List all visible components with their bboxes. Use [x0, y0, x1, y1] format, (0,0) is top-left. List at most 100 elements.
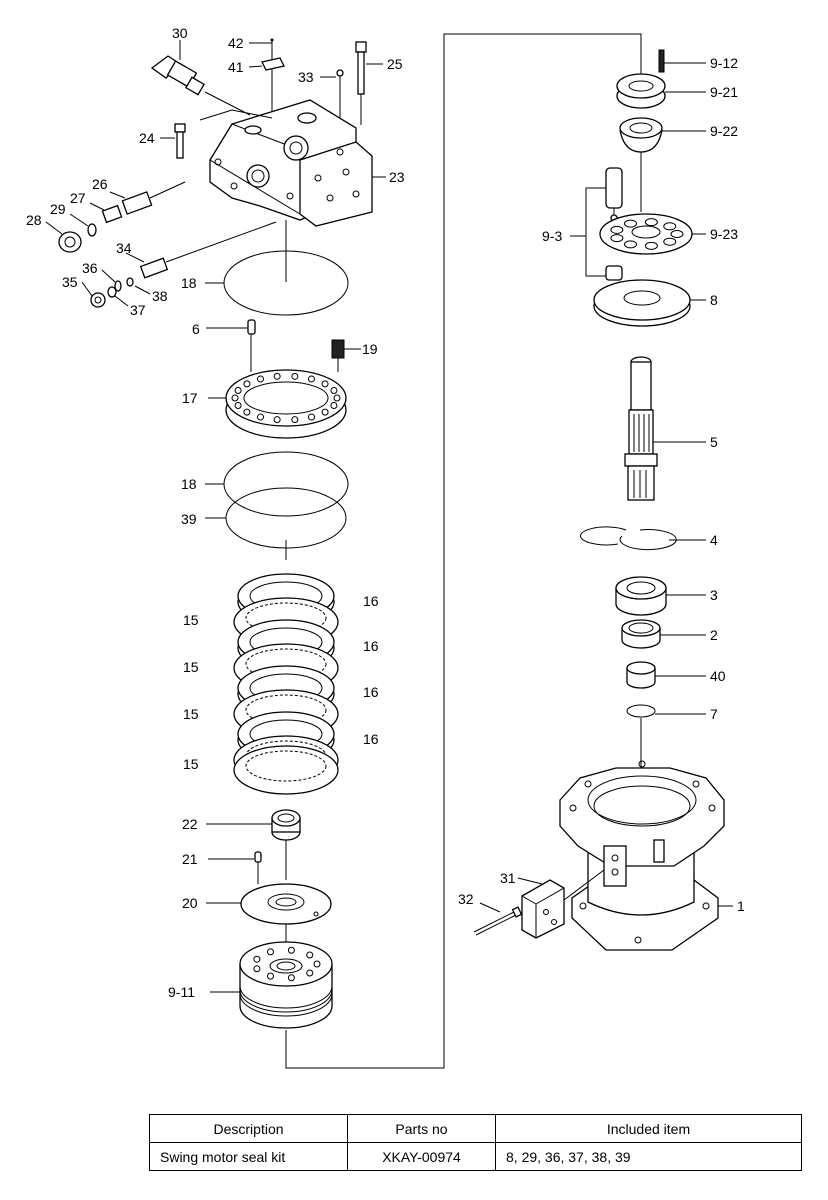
part-32-bolt	[473, 906, 523, 936]
part-29-o-ring	[87, 223, 97, 237]
part-24-bolt	[174, 123, 186, 159]
label-part-16-d: 16	[363, 731, 379, 747]
part-9-12-pin	[658, 49, 665, 73]
cell-description: Swing motor seal kit	[149, 1142, 348, 1171]
label-part-24: 24	[139, 130, 155, 146]
part-8-plate	[593, 279, 691, 327]
part-28-plug	[58, 231, 82, 253]
label-part-41: 41	[228, 59, 244, 75]
table-header-parts-no: Parts no	[347, 1114, 496, 1143]
part-9-22-spherical-bushing	[619, 117, 663, 212]
part-9-21-retainer	[616, 73, 666, 109]
label-part-9-3: 9-3	[542, 228, 562, 244]
label-part-9-11: 9-11	[168, 984, 195, 1000]
part-20-valve-plate	[240, 883, 332, 944]
label-part-8: 8	[710, 292, 718, 308]
label-part-29: 29	[50, 201, 66, 217]
column-connector-line	[285, 33, 642, 1069]
table-header-included-item: Included item	[495, 1114, 802, 1143]
label-part-23: 23	[389, 169, 405, 185]
label-part-16-a: 16	[363, 593, 379, 609]
part-30-relief-valve	[150, 55, 251, 116]
label-part-6: 6	[192, 321, 200, 337]
label-part-15-b: 15	[183, 659, 199, 675]
part-17-brake-piston	[225, 369, 347, 439]
part-27-spring	[101, 204, 123, 224]
label-part-2: 2	[710, 627, 718, 643]
label-part-35: 35	[62, 274, 78, 290]
label-part-9-22: 9-22	[710, 123, 738, 139]
label-part-15-a: 15	[183, 612, 199, 628]
label-part-18-lower: 18	[181, 476, 197, 492]
part-34-plunger	[139, 221, 277, 279]
label-part-42: 42	[228, 35, 244, 51]
diagram-svg: 30 42 41 33 25 24 23 26 27 29 28 34 36 3…	[26, 25, 745, 1069]
label-part-40: 40	[710, 668, 726, 684]
label-part-25: 25	[387, 56, 403, 72]
part-18-o-ring-lower	[223, 451, 349, 517]
part-35-plug	[90, 292, 106, 308]
part-39-backup-ring	[225, 487, 347, 549]
part-7-snap-ring	[626, 704, 656, 718]
part-6-pin	[247, 319, 256, 372]
part-labels: 30 42 41 33 25 24 23 26 27 29 28 34 36 3…	[26, 25, 745, 1000]
part-37-o-ring	[107, 286, 117, 298]
label-part-9-21: 9-21	[710, 84, 738, 100]
part-1-casing	[559, 760, 725, 951]
label-part-17: 17	[182, 390, 198, 406]
part-2-collar	[621, 619, 661, 649]
part-3-roller-bearing	[615, 576, 667, 616]
label-part-39: 39	[181, 511, 197, 527]
label-part-31: 31	[500, 870, 516, 886]
part-21-pin	[254, 851, 262, 884]
table-row: Swing motor seal kit XKAY-00974 8, 29, 3…	[149, 1142, 802, 1171]
label-part-30: 30	[172, 25, 188, 41]
exploded-parts-diagram: 30 42 41 33 25 24 23 26 27 29 28 34 36 3…	[26, 25, 745, 1069]
table-header-description: Description	[149, 1114, 348, 1143]
part-40-bushing	[626, 661, 656, 689]
plates-15-16-stack	[233, 540, 339, 795]
label-part-33: 33	[298, 69, 314, 85]
part-41-nameplate	[261, 57, 285, 71]
part-26-check-valve	[121, 181, 186, 215]
part-38-backup-ring	[126, 277, 134, 287]
label-part-9-23: 9-23	[710, 226, 738, 242]
label-part-15-d: 15	[183, 756, 199, 772]
cell-parts-no: XKAY-00974	[347, 1142, 496, 1171]
label-part-27: 27	[70, 190, 86, 206]
label-part-19: 19	[362, 341, 378, 357]
seal-kit-table: Description Parts no Included item Swing…	[149, 1114, 802, 1171]
label-part-4: 4	[710, 532, 718, 548]
label-part-38: 38	[152, 288, 168, 304]
part-31-block	[521, 879, 565, 939]
part-9-23-shoe-plate	[599, 213, 693, 255]
part-36-o-ring	[114, 280, 122, 292]
label-part-20: 20	[182, 895, 198, 911]
label-part-3: 3	[710, 587, 718, 603]
table-header-row: Description Parts no Included item	[149, 1114, 802, 1143]
label-part-18-upper: 18	[181, 275, 197, 291]
label-part-22: 22	[182, 816, 198, 832]
label-part-26: 26	[92, 176, 108, 192]
label-part-16-c: 16	[363, 684, 379, 700]
part-4-snap-ring	[619, 529, 677, 551]
label-part-32: 32	[458, 891, 474, 907]
part-5-drive-shaft	[624, 356, 658, 501]
part-19-spring	[331, 339, 345, 372]
valve-block-housing	[199, 99, 373, 227]
label-part-9-12: 9-12	[710, 55, 738, 71]
label-part-16-b: 16	[363, 638, 379, 654]
label-part-28: 28	[26, 212, 42, 228]
cell-included-item: 8, 29, 36, 37, 38, 39	[495, 1142, 802, 1171]
label-part-37: 37	[130, 302, 146, 318]
label-part-1: 1	[737, 898, 745, 914]
label-part-21: 21	[182, 851, 198, 867]
label-part-7: 7	[710, 706, 718, 722]
part-25-bolt	[355, 41, 367, 125]
part-9-11-cylinder-block	[239, 941, 333, 1029]
label-part-36: 36	[82, 260, 98, 276]
label-part-34: 34	[116, 240, 132, 256]
label-part-5: 5	[710, 434, 718, 450]
part-22-needle-bearing	[271, 809, 301, 880]
label-part-15-c: 15	[183, 706, 199, 722]
